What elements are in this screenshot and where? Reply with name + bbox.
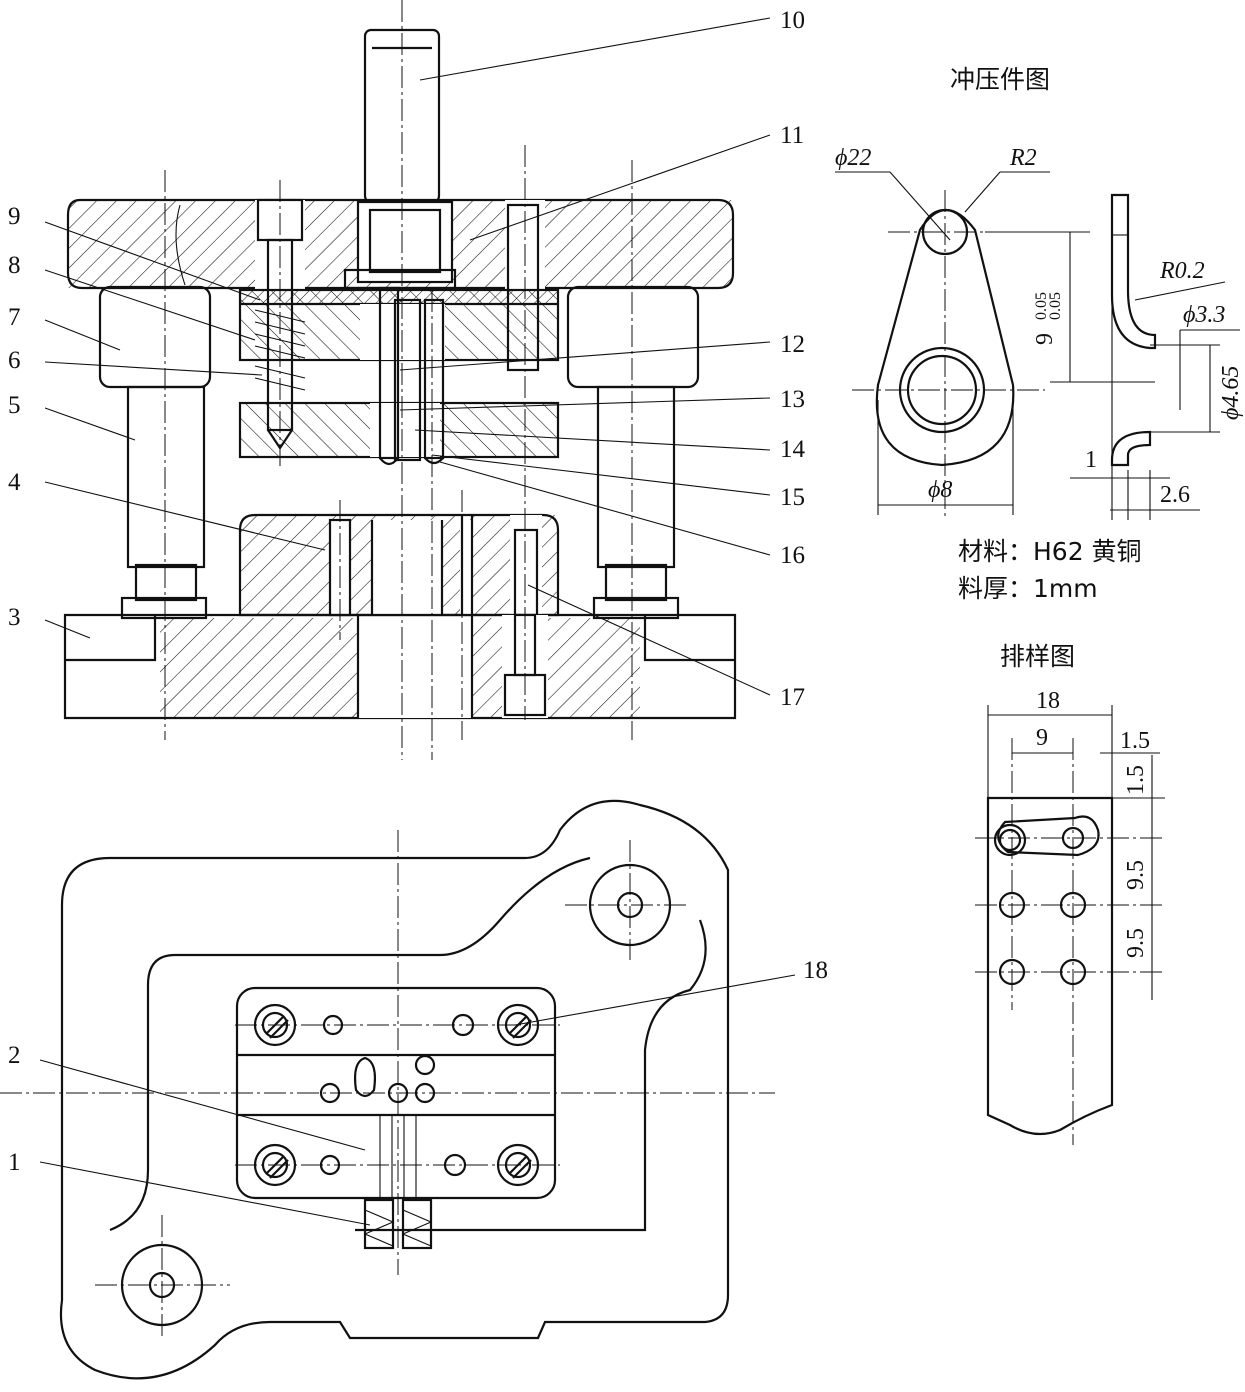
lower-die <box>238 513 560 617</box>
guide-sleeve-right <box>566 285 700 389</box>
dim-label: ϕ22 <box>835 145 871 171</box>
layout-title: 排样图 <box>1000 642 1075 671</box>
part-leaders: 10 11 9 8 7 6 5 4 3 12 13 14 15 16 17 18… <box>8 7 828 1226</box>
part-number: 18 <box>803 957 828 984</box>
part-number: 11 <box>780 122 804 149</box>
dim-label: ϕ3.3 <box>1183 302 1225 328</box>
tolerance-lower: 0.05 <box>1047 292 1064 320</box>
dim-label: 9.5 <box>1123 860 1149 890</box>
tolerance-upper: 0.05 <box>1033 292 1050 320</box>
dim-label: ϕ4.65 <box>1218 366 1244 420</box>
part-number: 13 <box>780 386 805 413</box>
dim-label: R2 <box>1009 145 1037 171</box>
part-number: 16 <box>780 542 805 569</box>
strip-layout-drawing: 排样图 18 9 1.5 1.5 9.5 9.5 <box>975 642 1165 1145</box>
part-side-section <box>1110 193 1157 520</box>
part-number: 8 <box>8 252 21 279</box>
dim-label: 1.5 <box>1123 765 1149 795</box>
part-number: 10 <box>780 7 805 34</box>
die-plan-view <box>0 799 775 1380</box>
die-section-view <box>63 0 737 760</box>
dim-label: 9 <box>1032 333 1058 345</box>
dim-label: 1 <box>1085 447 1097 473</box>
dim-label: 18 <box>1036 688 1060 714</box>
dim-label: 1.5 <box>1120 728 1150 754</box>
guide-sleeve-left <box>98 285 212 389</box>
part-number: 3 <box>8 604 21 631</box>
dim-label: 9.5 <box>1123 928 1149 958</box>
dim-label: ϕ8 <box>928 477 952 503</box>
stamping-part-drawing: 冲压件图 ϕ22 R2 ϕ8 9 0.05 0.05 <box>835 65 1244 603</box>
strip-outline <box>986 796 1114 1136</box>
thickness-note: 料厚：1mm <box>958 574 1098 603</box>
part-number: 7 <box>8 304 21 331</box>
guide-post-right <box>596 385 676 569</box>
part-number: 12 <box>780 331 805 358</box>
part-number: 17 <box>780 684 805 711</box>
dim-label: 9 <box>1036 725 1048 751</box>
dim-label: 2.6 <box>1160 482 1190 508</box>
stamping-part-title: 冲压件图 <box>950 65 1050 94</box>
guide-post-left <box>126 385 206 569</box>
part-number: 14 <box>780 436 806 463</box>
punches <box>343 268 457 466</box>
part-number: 9 <box>8 203 21 230</box>
part-number: 4 <box>8 469 21 496</box>
part-number: 1 <box>8 1149 21 1176</box>
part-number: 2 <box>8 1042 21 1069</box>
part-number: 5 <box>8 392 21 419</box>
lower-die-seat <box>63 613 737 720</box>
screws <box>253 1003 540 1187</box>
spring-pushers <box>363 1115 433 1250</box>
part-number: 6 <box>8 347 21 374</box>
lower-die-seat-outline <box>59 799 730 1380</box>
material-note: 材料：H62 黄铜 <box>958 537 1142 566</box>
upper-die-seat <box>66 198 735 290</box>
part-number: 15 <box>780 484 805 511</box>
dim-label: R0.2 <box>1159 258 1205 284</box>
